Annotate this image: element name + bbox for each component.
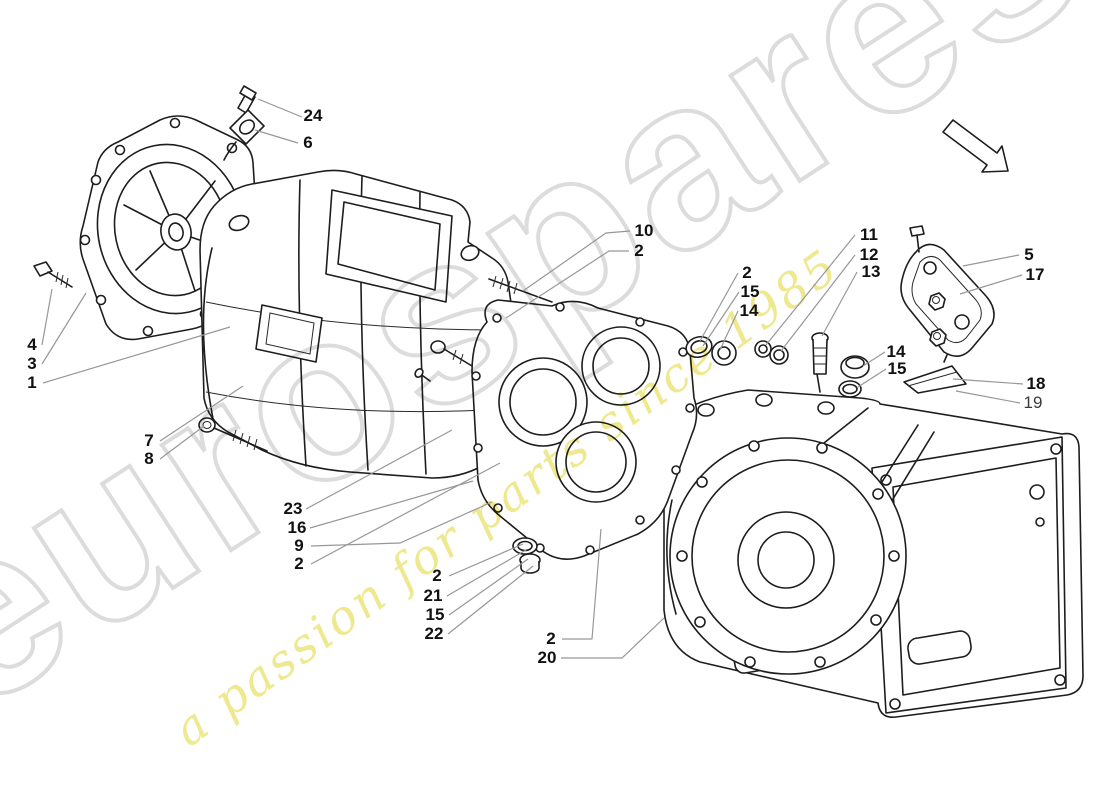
leader-line-9 (310, 501, 493, 547)
callout-label-3: 3 (27, 354, 37, 373)
leader-line-11 (765, 234, 856, 346)
leader-line-6 (254, 129, 299, 144)
leader-line-8 (159, 425, 205, 460)
plug-14b (840, 355, 870, 379)
leader-line-22 (447, 565, 534, 635)
callout-label-18: 18 (1026, 374, 1046, 393)
callout-label-6: 6 (303, 133, 313, 152)
callout-label-23: 23 (283, 499, 303, 518)
callout-label-7: 7 (144, 431, 154, 450)
callout-label-13: 13 (861, 262, 881, 281)
bolt-8 (198, 417, 268, 452)
leader-line-14 (719, 310, 739, 351)
vent-valve-13 (811, 332, 829, 393)
leader-line-21 (446, 549, 527, 597)
callout-label-10: 10 (634, 221, 654, 240)
leader-line-3 (41, 292, 87, 365)
callout-label-22: 22 (424, 624, 444, 643)
leader-line-2 (310, 462, 501, 565)
bushing-14a (711, 340, 737, 366)
callout-label-9: 9 (294, 536, 304, 555)
leader-line-13 (821, 271, 858, 337)
mount-bracket (900, 225, 995, 357)
o-ring-15b (838, 380, 862, 398)
seal-ring-15a (685, 335, 713, 359)
callout-label-17: 17 (1025, 265, 1045, 284)
rear-housing-bolt-holes (676, 440, 900, 668)
leader-line-14 (862, 351, 886, 367)
leader-line-2 (699, 272, 739, 342)
leader-line-24 (257, 98, 303, 118)
leader-line-4 (41, 288, 53, 346)
direction-arrow-icon (942, 119, 1009, 173)
shim-18-19 (903, 354, 967, 394)
bracket-nut-2 (929, 328, 947, 347)
dowel-pin (414, 368, 431, 382)
callout-label-14: 14 (739, 301, 759, 320)
callout-label-2: 2 (742, 263, 752, 282)
leader-line-2 (505, 250, 629, 319)
callout-label-4: 4 (27, 335, 37, 354)
callout-label-19: 19 (1023, 393, 1043, 412)
leader-line-5 (962, 254, 1020, 267)
leader-line-19 (955, 390, 1021, 404)
bolt-4 (33, 261, 73, 289)
callout-label-11: 11 (860, 225, 878, 244)
rear-gear-housing (592, 389, 1084, 719)
callout-label-14: 14 (886, 342, 906, 361)
leader-line-1 (42, 326, 231, 384)
leader-line-16 (309, 480, 474, 529)
leader-line-15 (702, 291, 740, 347)
bolt-mid (430, 340, 473, 367)
leader-line-15 (448, 558, 529, 616)
bracket-nut-1 (928, 292, 946, 311)
bracket-bolt (909, 225, 925, 253)
leader-line-2 (448, 543, 524, 577)
leader-line-7 (159, 385, 244, 442)
callout-label-15: 15 (740, 282, 760, 301)
leader-line-17 (959, 274, 1023, 295)
callout-label-15: 15 (887, 359, 907, 378)
leader-line-12 (780, 254, 856, 352)
callout-label-21: 21 (423, 586, 443, 605)
callout-label-12: 12 (859, 245, 879, 264)
callout-label-2: 2 (634, 241, 644, 260)
sensor-and-bolt (223, 85, 265, 161)
callout-label-1: 1 (27, 373, 37, 392)
leader-line-23 (305, 429, 453, 510)
callout-label-5: 5 (1024, 245, 1034, 264)
callout-label-2: 2 (546, 629, 556, 648)
leader-line-20 (561, 617, 665, 659)
callout-label-24: 24 (303, 106, 323, 125)
ring-11 (754, 340, 772, 358)
callout-label-2: 2 (294, 554, 304, 573)
bushing-12 (769, 345, 789, 365)
gearbox-casing (199, 169, 530, 479)
gear-carrier-plate (471, 299, 698, 574)
callout-label-2: 2 (432, 566, 442, 585)
callout-label-8: 8 (144, 449, 154, 468)
leader-line-10 (522, 230, 631, 292)
callout-label-16: 16 (287, 518, 307, 537)
plate-bolt-holes (471, 302, 695, 555)
stud-10 (488, 275, 553, 303)
leader-line-18 (952, 378, 1024, 385)
leader-line-15 (857, 368, 887, 388)
leader-line-2 (562, 528, 602, 640)
callout-label-20: 20 (537, 648, 557, 667)
callout-label-15: 15 (425, 605, 445, 624)
